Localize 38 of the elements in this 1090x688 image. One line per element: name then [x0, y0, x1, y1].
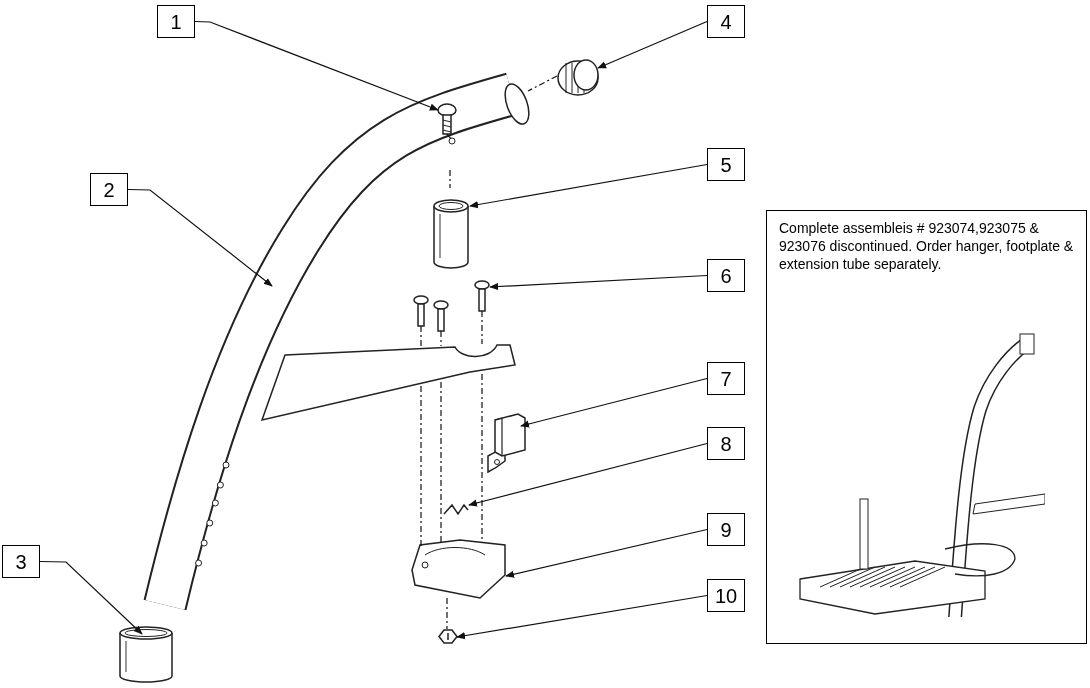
leader-line: [39, 560, 143, 635]
leader-line: [456, 594, 708, 640]
callout-number: 6: [707, 259, 745, 292]
center-line: [446, 133, 452, 140]
center-line: [446, 597, 448, 630]
leader-line: [520, 377, 708, 428]
leader-line: [468, 442, 708, 507]
callout-number: 8: [707, 427, 745, 460]
callout-number: 2: [90, 173, 128, 206]
center-line: [420, 325, 422, 348]
leader-line: [127, 188, 273, 287]
center-line: [449, 169, 451, 189]
bushing-cup-drawing: [119, 626, 173, 683]
leader-line: [489, 274, 708, 291]
leader-line: [469, 163, 708, 209]
center-line: [481, 373, 483, 544]
note-text: Complete assembleis # 923074,923075 & 923076 discontinued. Order hanger, footplate & extension tube separately.: [779, 219, 1075, 273]
center-line: [420, 385, 422, 547]
callout-number: 10: [707, 579, 745, 612]
center-line: [527, 75, 558, 92]
footplate-latch-drawing: [487, 413, 526, 473]
center-line: [440, 381, 442, 544]
bushing-drawing: [433, 199, 469, 269]
leader-line: [505, 528, 708, 578]
note-panel: [766, 210, 1087, 644]
nut-drawing: [438, 629, 458, 644]
hanger-tube-drawing: [143, 72, 530, 611]
leader-line: [597, 20, 708, 69]
callout-number: 7: [707, 362, 745, 395]
end-plug-drawing: [557, 59, 599, 96]
callout-number: 5: [707, 148, 745, 181]
callout-number: 3: [2, 545, 40, 578]
center-line: [481, 310, 483, 345]
callout-number: 9: [707, 513, 745, 546]
center-line: [440, 330, 442, 347]
callout-number: 1: [157, 5, 195, 38]
leader-line: [194, 20, 439, 111]
callout-number: 4: [707, 5, 745, 38]
